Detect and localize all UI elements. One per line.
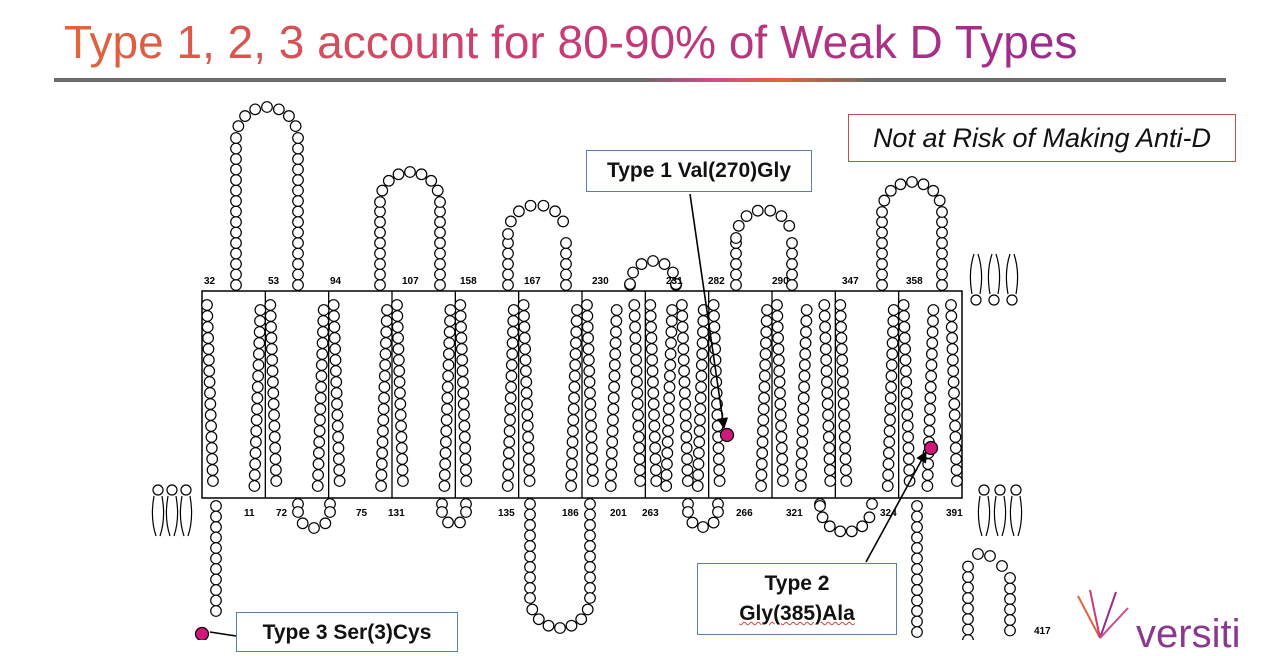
amino-acid-chain bbox=[201, 101, 1016, 640]
residue-number-135: 135 bbox=[498, 508, 515, 519]
versiti-logo-icon bbox=[1077, 589, 1129, 639]
rhd-protein-topology-diagram: 32 53 94 107 158 167 230 231 282 290 347… bbox=[151, 101, 1051, 640]
residue-number-72: 72 bbox=[276, 508, 288, 519]
type1-callout-text: Type 1 Val(270)Gly bbox=[606, 159, 792, 182]
type3-callout-text: Type 3 Ser(3)Cys bbox=[262, 621, 432, 644]
residue-number-417: 417 bbox=[1034, 626, 1051, 637]
residue-number-131: 131 bbox=[388, 508, 405, 519]
residue-number-32: 32 bbox=[204, 276, 216, 287]
type2-callout-line1: Type 2 bbox=[764, 572, 830, 595]
versiti-logo-text: versiti bbox=[1136, 612, 1241, 656]
residue-number-107: 107 bbox=[402, 276, 419, 287]
residue-number-321: 321 bbox=[786, 508, 803, 519]
mutation-site-type2 bbox=[923, 440, 939, 456]
mutation-site-type1 bbox=[719, 427, 735, 443]
residue-number-158: 158 bbox=[460, 276, 477, 287]
membrane-band bbox=[201, 290, 963, 499]
residue-number-167: 167 bbox=[524, 276, 541, 287]
residue-number-201: 201 bbox=[610, 508, 627, 519]
title-underline bbox=[54, 78, 1226, 82]
residue-number-263: 263 bbox=[642, 508, 659, 519]
residue-number-75: 75 bbox=[356, 508, 368, 519]
residue-number-231: 231 bbox=[666, 276, 683, 287]
type2-callout-line2: Gly(385)Ala bbox=[739, 602, 855, 625]
residue-number-94: 94 bbox=[330, 276, 342, 287]
residue-number-186: 186 bbox=[562, 508, 579, 519]
residue-number-266: 266 bbox=[736, 508, 753, 519]
residue-number-358: 358 bbox=[906, 276, 923, 287]
not-at-risk-label: Not at Risk of Making Anti-D bbox=[848, 114, 1236, 162]
residue-number-282: 282 bbox=[708, 276, 725, 287]
residue-number-53: 53 bbox=[268, 276, 280, 287]
type3-callout: Type 3 Ser(3)Cys bbox=[236, 612, 458, 652]
residue-number-230: 230 bbox=[592, 276, 609, 287]
slide-title: Type 1, 2, 3 account for 80-90% of Weak … bbox=[64, 12, 1077, 72]
mutation-sites bbox=[194, 427, 939, 640]
residue-number-347: 347 bbox=[842, 276, 859, 287]
type2-callout: Type 2 Gly(385)Ala bbox=[697, 563, 897, 635]
residue-number-391: 391 bbox=[946, 508, 963, 519]
callout-arrows bbox=[209, 193, 927, 637]
residue-number-324: 324 bbox=[880, 508, 897, 519]
mutation-site-type3 bbox=[194, 626, 210, 640]
residue-number-11: 11 bbox=[244, 508, 255, 519]
residue-number-290: 290 bbox=[772, 276, 789, 287]
glycolipid-anchors bbox=[151, 253, 1023, 537]
type1-callout: Type 1 Val(270)Gly bbox=[586, 150, 812, 192]
